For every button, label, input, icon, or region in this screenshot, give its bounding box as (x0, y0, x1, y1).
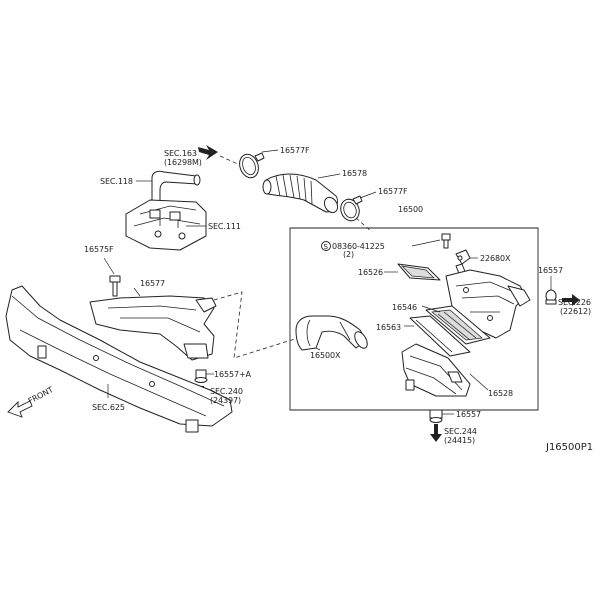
label-sec625: SEC.625 (92, 403, 125, 412)
front-arrow-icon (7, 400, 33, 418)
drawing-code: J16500P1 (545, 442, 593, 453)
label-16578: 16578 (342, 169, 367, 178)
label-16500: 16500 (398, 205, 423, 214)
label-16500x: 16500X (310, 351, 341, 360)
air-guide-16577 (89, 295, 217, 361)
label-sec226-sub: (22612) (560, 307, 591, 316)
lower-case-16528 (401, 343, 471, 397)
label-sec244: SEC.244 (444, 427, 477, 436)
cover-16526 (397, 263, 441, 281)
label-16526: 16526 (358, 268, 383, 277)
label-16577f-mid: 16577F (378, 187, 408, 196)
duct-16578 (262, 173, 339, 214)
hose-sec118 (151, 170, 201, 205)
label-16575f: 16575F (84, 245, 114, 254)
engine-cover-sec111 (125, 199, 207, 251)
bolt-small-top (441, 233, 451, 249)
clamp-16577f-mid (340, 195, 363, 222)
label-sec163-sub: (16298M) (164, 158, 202, 167)
grommet-16557-bottom (429, 409, 443, 423)
label-16528: 16528 (488, 389, 513, 398)
label-16557-right: 16557 (538, 266, 563, 275)
sec163-arrow-icon (198, 145, 218, 160)
label-16577f-top: 16577F (280, 146, 310, 155)
seal-16563 (409, 315, 471, 357)
label-sec111: SEC.111 (208, 222, 241, 231)
label-16557a: 16557+A (214, 370, 252, 379)
svg-text:S: S (324, 243, 329, 251)
label-16557-bottom: 16557 (456, 410, 481, 419)
label-sec226: SEC.226 (558, 298, 591, 307)
label-bolt-qty: (2) (343, 250, 354, 259)
label-22680x: 22680X (480, 254, 511, 263)
label-sec244-sub: (24415) (444, 436, 475, 445)
core-support-sec625 (5, 285, 233, 433)
label-sec240-sub: (24397) (210, 396, 241, 405)
label-sec163: SEC.163 (164, 149, 197, 158)
label-16577: 16577 (140, 279, 165, 288)
air-duct-16500x (295, 315, 368, 351)
assembly-outline (289, 227, 539, 411)
grommet-16557-right (545, 289, 557, 305)
filter-element-16546 (425, 305, 491, 345)
label-16546: 16546 (392, 303, 417, 312)
sec226-arrow-icon (562, 294, 580, 306)
bolt-16575f (109, 275, 121, 297)
grommet-16557a (194, 369, 208, 383)
label-sec240: SEC.240 (210, 387, 243, 396)
label-bolt-spec: 08360-41225 (332, 242, 385, 251)
label-sec118: SEC.118 (100, 177, 133, 186)
label-front: FRONT (27, 385, 55, 406)
clamp-16577f-top (239, 152, 265, 179)
bolt-spec-icon: S (321, 241, 331, 251)
label-16563: 16563 (376, 323, 401, 332)
sec244-arrow-icon (430, 424, 442, 442)
